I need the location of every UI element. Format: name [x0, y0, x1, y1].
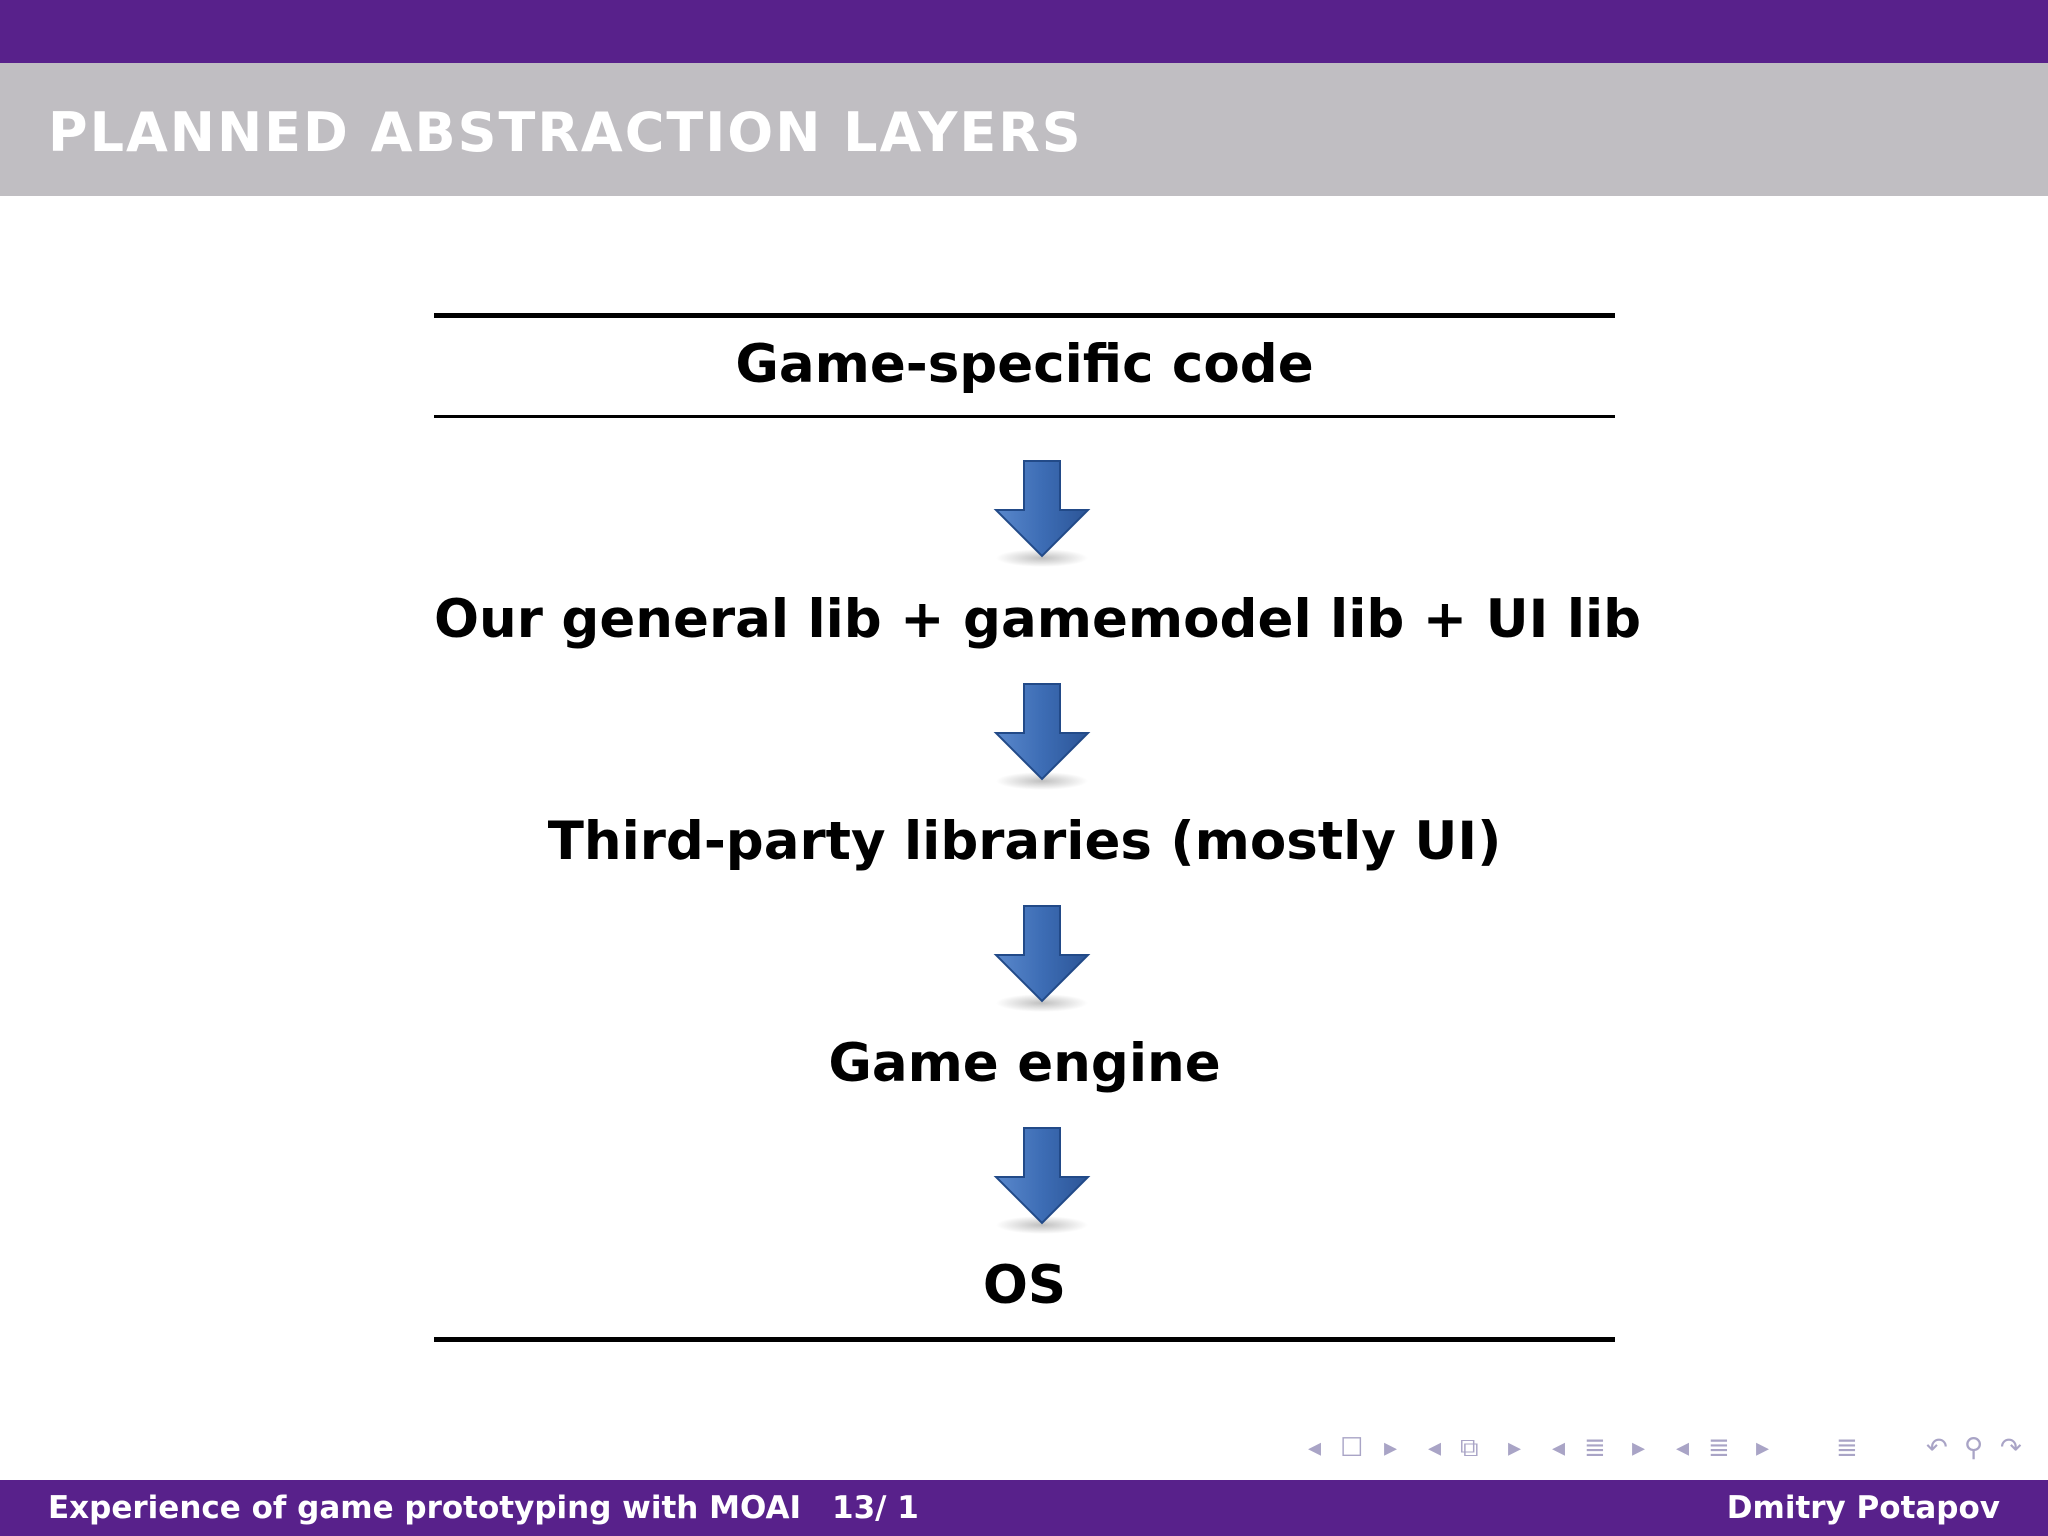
- layer-general-libs: Our general lib + gamemodel lib + UI lib: [434, 589, 1642, 650]
- slide-title: PLANNED ABSTRACTION LAYERS: [48, 101, 1083, 164]
- undo-icon[interactable]: ↶: [1926, 1433, 1948, 1463]
- prev-toc-icon[interactable]: ◂: [1676, 1433, 1690, 1463]
- down-arrow-icon: [993, 460, 1091, 567]
- down-arrow-icon: [993, 905, 1091, 1012]
- layer-game-engine: Game engine: [828, 1033, 1221, 1094]
- down-arrow-icon: [993, 1127, 1091, 1234]
- next-toc-icon[interactable]: ▸: [1756, 1433, 1770, 1463]
- prev-section-icon[interactable]: ◂: [1552, 1433, 1566, 1463]
- footer-talk-title: Experience of game prototyping with MOAI: [48, 1490, 802, 1526]
- footer-bar: [0, 1480, 2048, 1536]
- appendix-icon[interactable]: ≣: [1836, 1433, 1858, 1463]
- redo-icon[interactable]: ↷: [2000, 1433, 2022, 1463]
- footer-page-number: 13/ 1: [832, 1490, 919, 1526]
- frame-icon[interactable]: ☐: [1340, 1433, 1364, 1463]
- next-section-icon[interactable]: ▸: [1632, 1433, 1646, 1463]
- title-bar: [0, 63, 2048, 196]
- next-subsection-icon[interactable]: ▸: [1508, 1433, 1522, 1463]
- subsection-icon[interactable]: ⧉: [1460, 1433, 1479, 1463]
- section-icon[interactable]: ≣: [1584, 1433, 1606, 1463]
- next-frame-icon[interactable]: ▸: [1384, 1433, 1398, 1463]
- layer-game-specific-code: Game-specific code: [735, 334, 1314, 395]
- navigation-symbols: ◂ ☐ ▸ ◂ ⧉ ▸ ◂ ≣ ▸ ◂ ≣ ▸ ≣ ↶ ⚲ ↷: [1300, 1431, 2040, 1465]
- bottom-rule: [434, 1337, 1615, 1342]
- toc-icon[interactable]: ≣: [1708, 1433, 1730, 1463]
- layer-third-party-libraries: Third-party libraries (mostly UI): [547, 811, 1502, 872]
- header-rule: [434, 415, 1615, 418]
- top-band: [0, 0, 2048, 63]
- footer-author: Dmitry Potapov: [1726, 1490, 2000, 1526]
- prev-subsection-icon[interactable]: ◂: [1428, 1433, 1442, 1463]
- search-icon[interactable]: ⚲: [1964, 1433, 1984, 1463]
- prev-frame-icon[interactable]: ◂: [1308, 1433, 1322, 1463]
- top-rule: [434, 313, 1615, 318]
- layer-os: OS: [982, 1255, 1067, 1316]
- down-arrow-icon: [993, 683, 1091, 790]
